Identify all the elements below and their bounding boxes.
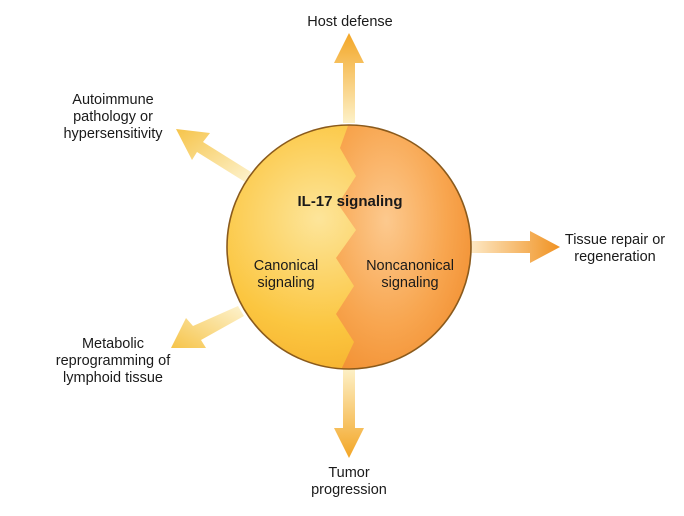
noncanonical-signaling-label: Noncanonical signaling (366, 258, 454, 291)
canonical-signaling-label: Canonical signaling (253, 258, 319, 291)
metabolic-reprogramming-label: Metabolic reprogramming of lymphoid tiss… (55, 336, 171, 386)
tissue-repair-label: Tissue repair or regeneration (564, 232, 666, 265)
circle-outline (226, 124, 472, 370)
arrow-to-tumor-progression (334, 368, 364, 458)
host-defense-label: Host defense (307, 14, 393, 30)
noncanonical-half (336, 125, 471, 369)
autoimmune-label: Autoimmune pathology or hypersensitivity (63, 92, 163, 142)
signaling-circle (227, 125, 471, 369)
arrow-to-host-defense (334, 33, 364, 123)
il17-signaling-title: IL-17 signaling (297, 193, 403, 210)
arrow-to-tissue-repair (471, 231, 560, 263)
arrow-to-metabolic (171, 306, 244, 348)
tumor-progression-label: Tumor progression (311, 465, 387, 498)
arrow-to-autoimmune (176, 129, 251, 182)
